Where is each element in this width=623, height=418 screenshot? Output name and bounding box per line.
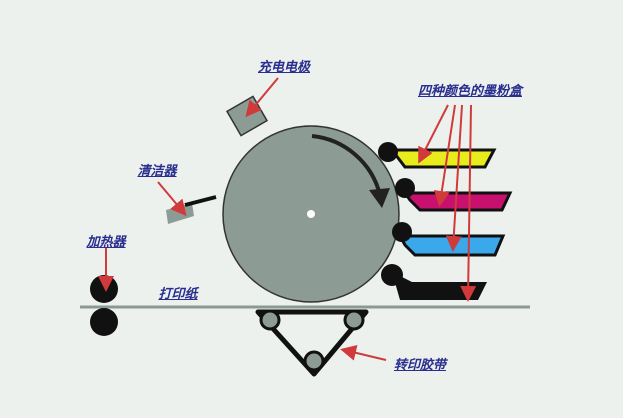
label-cleaner: 清洁器 (137, 164, 177, 179)
label-toner-cartridges: 四种颜色的墨粉盒 (417, 84, 523, 99)
arrow-cyan (445, 104, 463, 252)
cyan-toner-cartridge (397, 234, 506, 257)
arrow-cleaner (157, 181, 187, 217)
label-charger: 充电电极 (257, 60, 311, 75)
cleaner-blade (166, 203, 194, 224)
belt-roller (343, 309, 365, 331)
yellow-developer-roller (378, 142, 398, 162)
arrow-black (460, 104, 477, 302)
black-developer-roller (381, 264, 403, 286)
cleaner-bar (184, 195, 217, 207)
arrow-magenta (433, 104, 456, 207)
magenta-developer-roller (395, 178, 415, 198)
cyan-developer-roller (392, 222, 412, 242)
belt-roller (259, 309, 281, 331)
label-paper: 打印纸 (158, 287, 198, 302)
black-toner-cartridge (392, 272, 487, 300)
arrow-charger (245, 77, 279, 118)
transfer-belt (255, 309, 369, 377)
arrow-yellow (418, 104, 449, 164)
label-transfer-belt: 转印胶带 (393, 358, 447, 373)
arrow-belt (340, 344, 387, 361)
heater-roller-bottom (90, 308, 118, 336)
heater-roller-top (90, 275, 118, 303)
rotation-arrow (311, 134, 382, 196)
drum-axle (307, 210, 315, 218)
belt-roller (303, 350, 325, 372)
charger (225, 95, 269, 137)
pointer-arrows (98, 77, 477, 361)
label-heater: 加热器 (86, 235, 126, 250)
yellow-toner-cartridge (388, 148, 497, 169)
rotation-arrowhead (369, 188, 390, 208)
magenta-toner-cartridge (402, 191, 513, 212)
